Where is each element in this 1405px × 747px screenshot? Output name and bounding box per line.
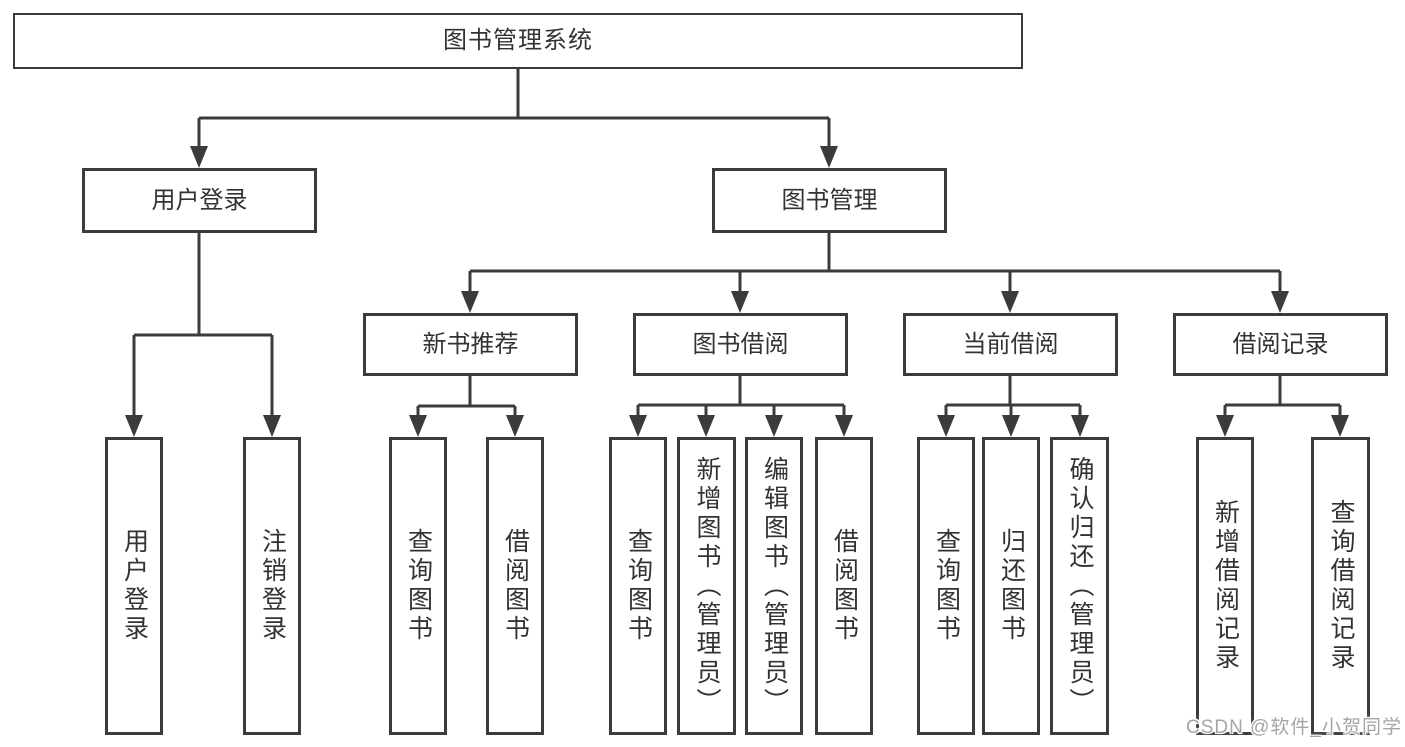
node-leaf-return-books: 归还图书 [982,437,1040,735]
connector-current-to-leaves [944,376,1082,417]
node-book-borrowing: 图书借阅 [633,313,848,376]
arrowhead-down-icon [1071,415,1089,437]
node-leaf-logout: 注销登录 [243,437,301,735]
arrowhead-down-icon [765,415,783,437]
node-root-system: 图书管理系统 [13,13,1023,69]
arrowhead-down-icon [820,146,838,168]
arrowhead-down-icon [461,291,479,313]
node-leaf-query-borrow-record: 查询借阅记录 [1311,437,1370,735]
connector-bookmgmt-to-level3 [468,233,1282,293]
node-leaf-query-books-2: 查询图书 [609,437,667,735]
arrowhead-down-icon [263,415,281,437]
node-book-management: 图书管理 [712,168,947,233]
node-leaf-query-books-3: 查询图书 [917,437,975,735]
connector-userlogin-to-leaves [132,233,274,417]
arrowhead-down-icon [697,415,715,437]
node-leaf-user-login: 用户登录 [105,437,163,735]
arrowhead-down-icon [190,146,208,168]
node-leaf-add-borrow-record: 新增借阅记录 [1196,437,1254,735]
node-leaf-add-books-admin: 新增图书（管理员） [677,437,736,735]
node-leaf-borrow-books-1: 借阅图书 [486,437,544,735]
connector-records-to-leaves [1223,376,1342,417]
node-borrowing-records: 借阅记录 [1173,313,1388,376]
arrowhead-down-icon [1001,291,1019,313]
arrowhead-down-icon [835,415,853,437]
node-leaf-query-books-1: 查询图书 [389,437,447,735]
arrowhead-down-icon [629,415,647,437]
node-leaf-edit-books-admin: 编辑图书（管理员） [745,437,803,735]
node-new-book-recommend: 新书推荐 [363,313,578,376]
arrowhead-down-icon [506,415,524,437]
arrowhead-down-icon [1331,415,1349,437]
arrowhead-down-icon [731,291,749,313]
node-leaf-borrow-books-2: 借阅图书 [815,437,873,735]
connector-root-to-level2 [197,68,831,148]
arrowhead-down-icon [409,415,427,437]
node-current-borrowing: 当前借阅 [903,313,1118,376]
arrowhead-down-icon [125,415,143,437]
connector-borrowing-to-leaves [636,376,846,417]
node-leaf-confirm-return-admin: 确认归还（管理员） [1050,437,1109,735]
arrowhead-down-icon [1216,415,1234,437]
arrowhead-down-icon [1002,415,1020,437]
arrowhead-down-icon [937,415,955,437]
connector-newbooks-to-leaves [416,376,517,417]
csdn-watermark: CSDN @软件_小贺同学 [1186,717,1402,738]
node-user-login: 用户登录 [82,168,317,233]
arrowhead-down-icon [1271,291,1289,313]
